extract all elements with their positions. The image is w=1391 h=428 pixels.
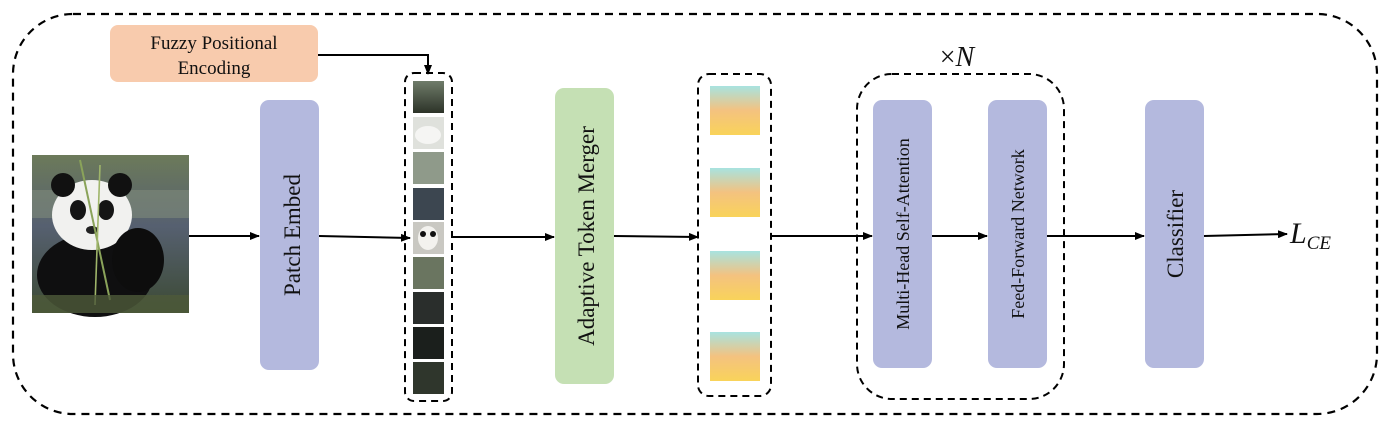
patch-embed-block bbox=[260, 100, 319, 370]
positional-encoding-label-line2: Encoding bbox=[178, 58, 251, 79]
patch-embed-label: Patch Embed bbox=[280, 174, 305, 296]
merged-token bbox=[710, 251, 760, 300]
repeat-label: ×N bbox=[940, 42, 976, 73]
positional-encoding-box bbox=[110, 25, 318, 82]
merged-token bbox=[710, 86, 760, 135]
patch-token bbox=[413, 292, 444, 324]
patch-token bbox=[413, 152, 444, 184]
arrow-patch-embed-to-patches bbox=[318, 233, 411, 242]
loss-label: LCE bbox=[1289, 217, 1331, 254]
positional-encoding-label-line1: Fuzzy Positional bbox=[150, 33, 277, 54]
merged-token bbox=[710, 168, 760, 217]
token-merger-block bbox=[555, 88, 614, 384]
merged-token bbox=[710, 332, 760, 381]
panda-photo-icon bbox=[32, 155, 189, 317]
ffn-label: Feed-Forward Network bbox=[1008, 149, 1028, 318]
arrow-classifier-to-loss bbox=[1203, 230, 1288, 239]
attention-block bbox=[873, 100, 932, 368]
attention-label: Multi-Head Self-Attention bbox=[893, 138, 913, 329]
patch-token bbox=[413, 188, 444, 220]
arrow-merger-to-tokens bbox=[613, 232, 699, 241]
transformer-block-group bbox=[856, 73, 1065, 400]
classifier-block bbox=[1145, 100, 1204, 368]
patch-token bbox=[413, 257, 444, 289]
outer-frame bbox=[11, 12, 1379, 416]
token-merger-label: Adaptive Token Merger bbox=[574, 126, 599, 346]
patch-tokens bbox=[413, 81, 444, 394]
patch-token bbox=[413, 362, 444, 394]
ffn-block bbox=[988, 100, 1047, 368]
patch-token bbox=[413, 327, 444, 359]
classifier-label: Classifier bbox=[1163, 190, 1188, 278]
patch-token bbox=[413, 81, 444, 113]
positional-encoding-arrow bbox=[318, 54, 432, 75]
